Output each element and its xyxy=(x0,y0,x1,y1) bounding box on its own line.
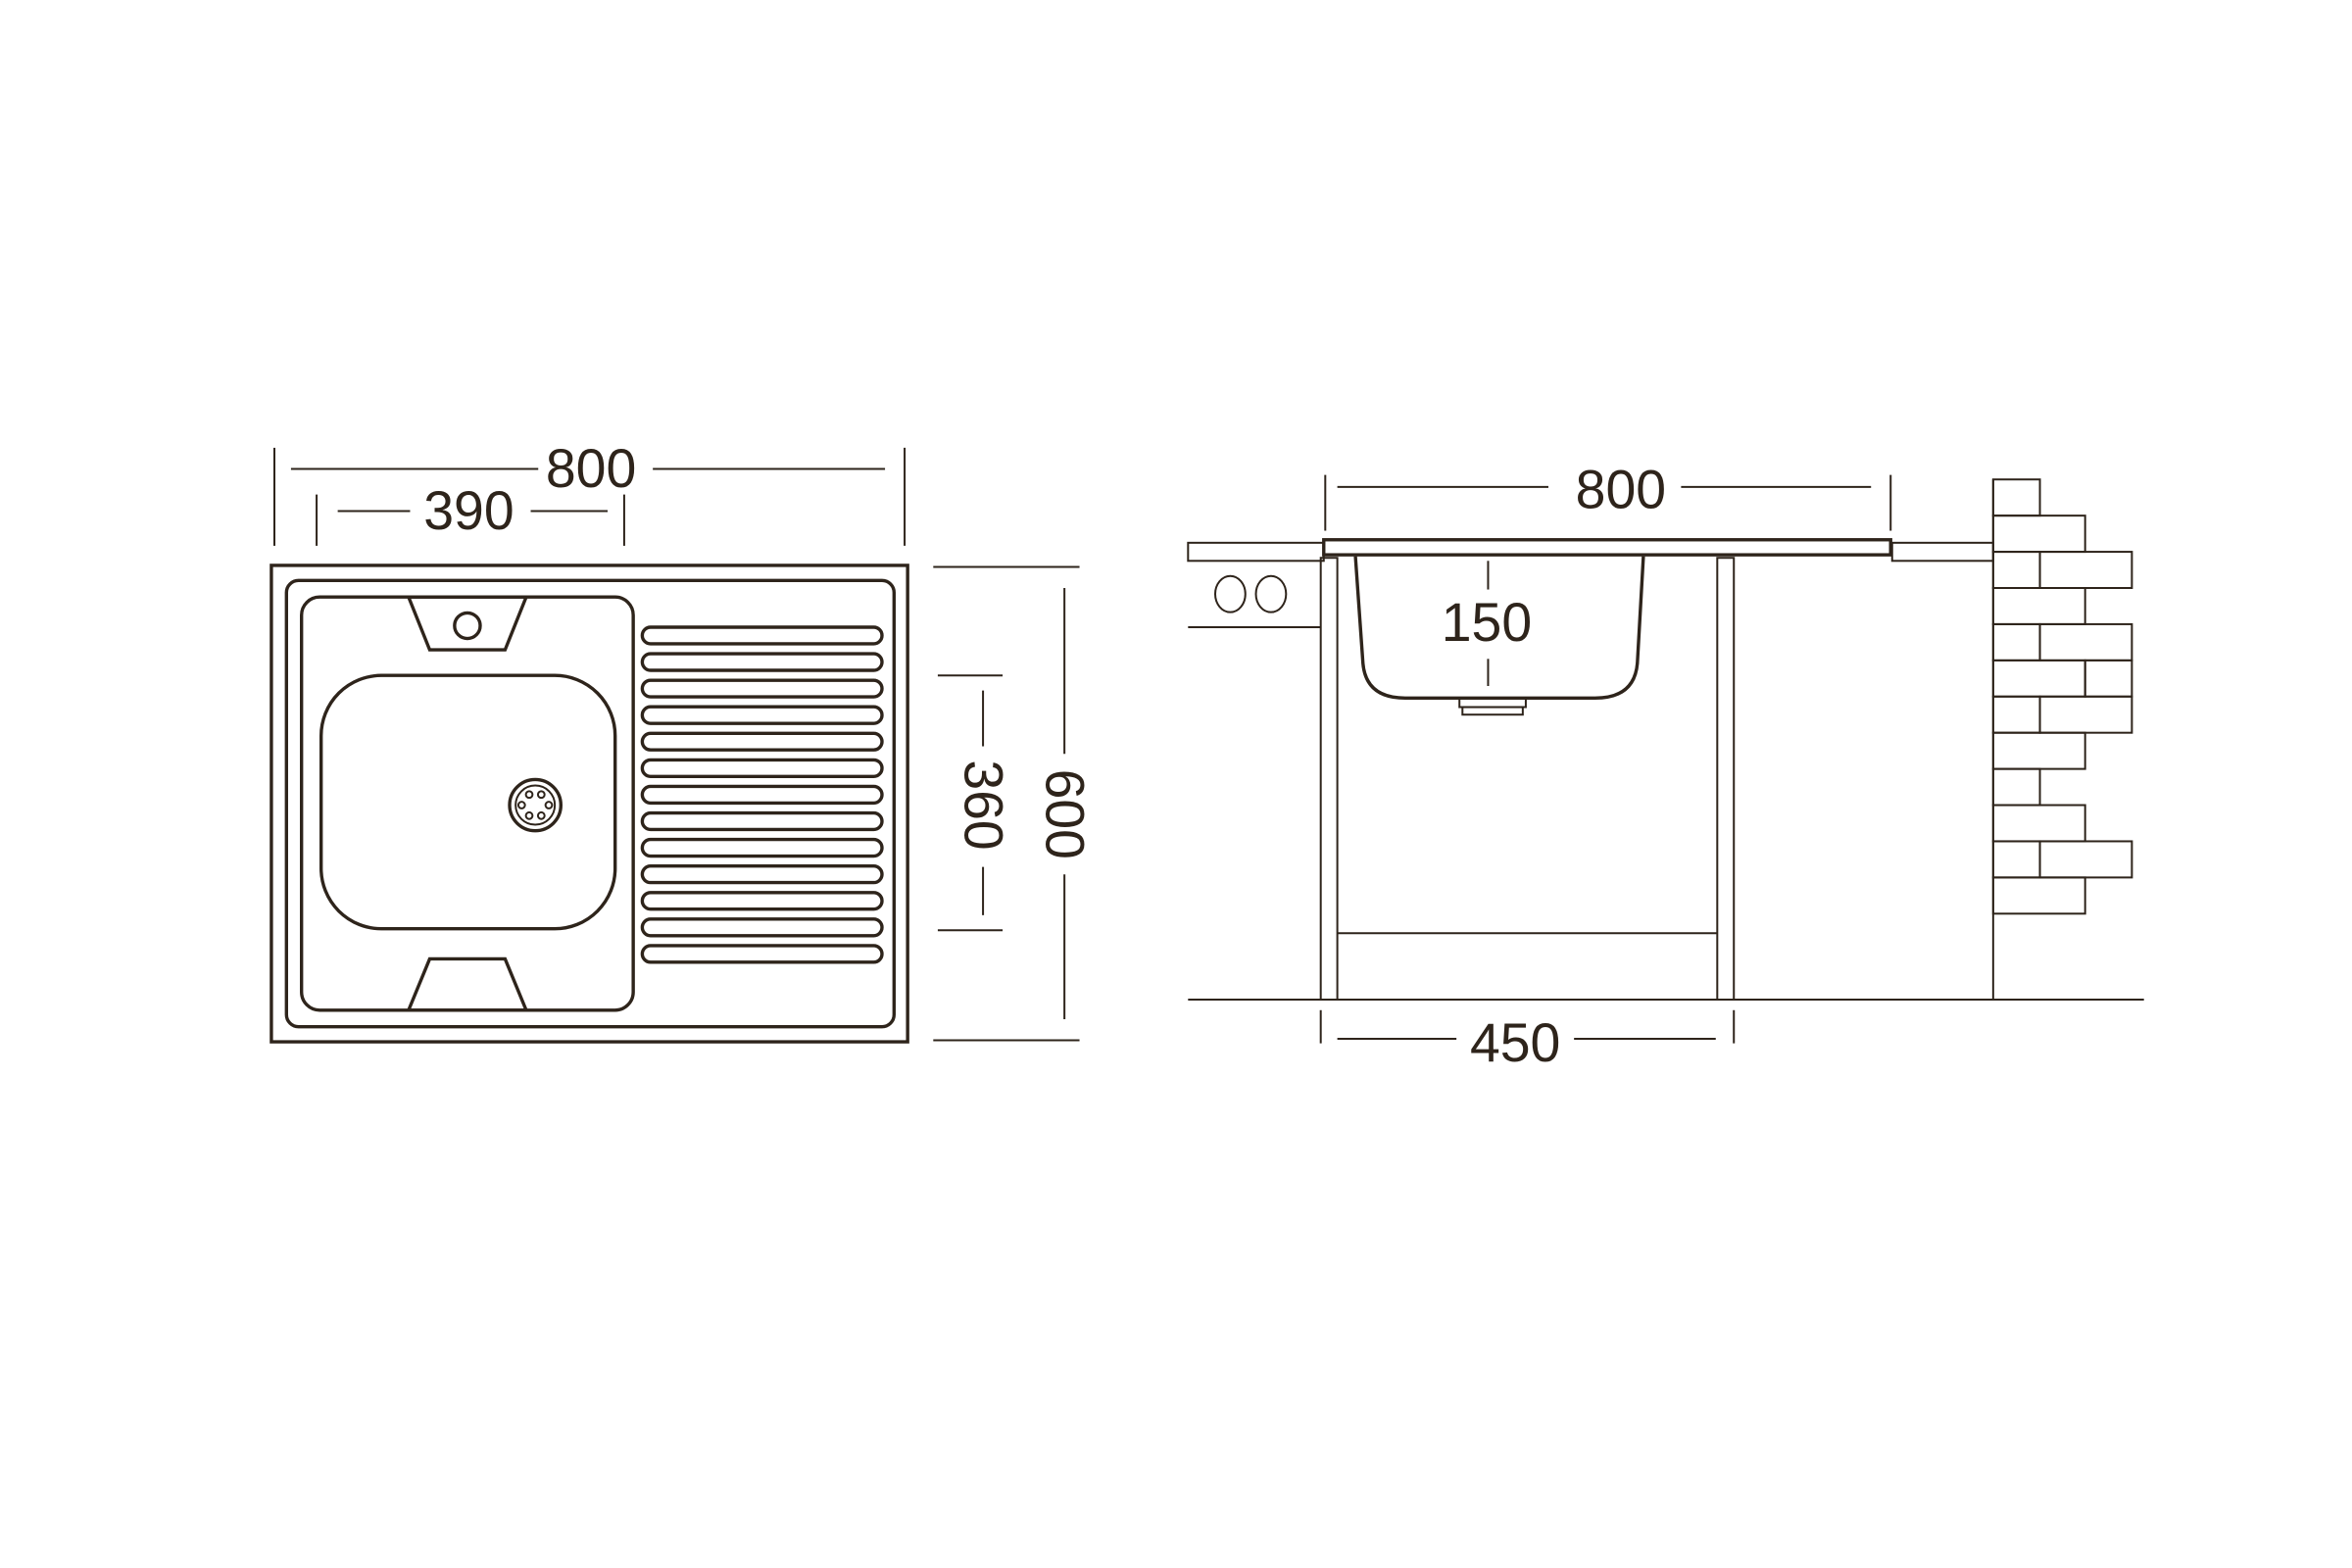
bowl xyxy=(319,673,617,931)
dimension-label: 360 xyxy=(954,760,1014,850)
cabinet-wall-right xyxy=(1716,557,1736,1001)
bowl-lip-bottom xyxy=(406,956,529,1012)
brick xyxy=(2038,695,2133,734)
dimension-bowl-width: 390 xyxy=(316,480,625,546)
brick xyxy=(1991,478,2041,517)
brick xyxy=(1991,659,2086,698)
dimension-label: 800 xyxy=(1576,459,1666,519)
sink-inner-edge xyxy=(284,578,897,1029)
brick xyxy=(1991,767,2041,807)
tap-platform-top xyxy=(406,595,529,652)
drainboard-rib xyxy=(640,810,884,832)
dimension-label: 800 xyxy=(546,438,636,499)
drainboard-rib xyxy=(640,917,884,938)
dimension-label: 450 xyxy=(1470,1012,1560,1073)
drainboard-rib xyxy=(640,891,884,911)
dimension-label: 150 xyxy=(1442,592,1532,653)
drainboard-rib xyxy=(640,625,884,646)
tap-hole-icon xyxy=(453,611,482,641)
drainboard-rib xyxy=(640,731,884,752)
drainboard-rib xyxy=(640,652,884,672)
brick xyxy=(1991,587,2086,625)
drainboard-rib xyxy=(640,944,884,964)
countertop-left xyxy=(1187,541,1325,563)
sink-top-plate xyxy=(1322,538,1892,557)
drainboard-ribs xyxy=(640,625,884,964)
brick xyxy=(1991,876,2086,915)
brick xyxy=(1991,551,2041,589)
brick xyxy=(2038,551,2133,589)
dimension-cabinet-width: 450 xyxy=(1319,1009,1736,1073)
brick xyxy=(1991,622,2041,662)
dimension-overall-width: 800 xyxy=(273,438,906,546)
brick xyxy=(2038,622,2133,662)
brick xyxy=(1991,695,2041,734)
drainboard-rib xyxy=(640,678,884,699)
drainboard-rib xyxy=(640,784,884,806)
brick xyxy=(1991,731,2086,770)
dimension-label: 600 xyxy=(1035,769,1096,859)
drainboard-rib xyxy=(640,705,884,725)
countertop-right xyxy=(1890,541,1994,563)
drainboard-rib xyxy=(640,837,884,858)
drainboard-rib xyxy=(640,864,884,885)
cabinet-wall-left xyxy=(1319,557,1339,1001)
side-view: 800 150 450 xyxy=(1187,459,2144,1073)
brick-wall xyxy=(1991,478,2133,915)
dimension-bowl-height: 150 xyxy=(1442,561,1532,686)
power-socket-icon xyxy=(1188,574,1321,628)
dimension-label: 390 xyxy=(423,480,514,541)
brick xyxy=(2083,659,2133,698)
brick xyxy=(1991,804,2086,843)
dimension-overall-depth: 600 xyxy=(933,565,1096,1042)
top-view: 800 390 600 360 xyxy=(270,438,1096,1044)
dimension-side-width: 800 xyxy=(1324,459,1892,531)
bowl-frame xyxy=(300,595,635,1012)
brick xyxy=(1991,514,2086,554)
dimension-bowl-depth: 360 xyxy=(937,674,1014,932)
brick xyxy=(1991,840,2041,879)
brick xyxy=(2038,840,2133,879)
drain-icon xyxy=(508,777,563,833)
drainboard-rib xyxy=(640,758,884,779)
sink-outer-edge xyxy=(270,564,909,1044)
